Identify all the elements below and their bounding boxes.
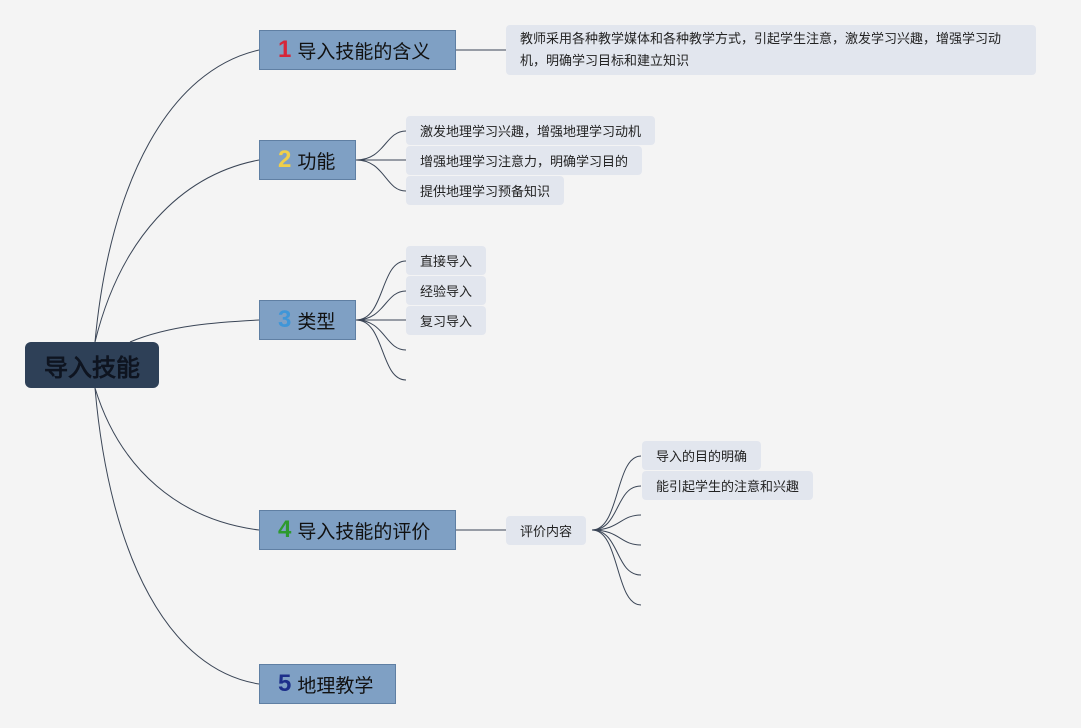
topic-2-number: 2: [278, 146, 292, 173]
topic-2-leaf-2-label: 增强地理学习注意力，明确学习目的: [420, 155, 629, 170]
topic-1-definition[interactable]: 教师采用各种教学媒体和各种教学方式，引起学生注意，激发学习兴趣，增强学习动机，明…: [506, 25, 1036, 75]
topic-2-label: 功能: [297, 150, 336, 173]
link-root-topic1: [94, 49, 260, 343]
topic-1-node[interactable]: 1 导入技能的含义: [259, 30, 456, 70]
topic-3-leaf-3-label: 复习导入: [420, 315, 473, 330]
link-eval-sub1: [591, 455, 642, 531]
link-topic2-leaf3: [355, 159, 407, 192]
eval-sub-1[interactable]: 导入的目的明确: [642, 441, 762, 470]
topic-2-node[interactable]: 2 功能: [259, 140, 356, 180]
link-root-topic4: [94, 387, 260, 531]
link-eval-empty4: [591, 529, 642, 606]
topic-2-leaf-3-label: 提供地理学习预备知识: [420, 185, 551, 200]
topic-3-leaf-2[interactable]: 经验导入: [406, 276, 487, 305]
eval-sub-2-label: 能引起学生的注意和兴趣: [656, 480, 800, 495]
topic-2-leaf-1[interactable]: 激发地理学习兴趣，增强地理学习动机: [406, 116, 656, 145]
root-label: 导入技能: [44, 353, 140, 382]
link-topic2-leaf1: [355, 130, 407, 161]
topic-3-leaf-1[interactable]: 直接导入: [406, 246, 487, 275]
topic-3-leaf-3[interactable]: 复习导入: [406, 306, 487, 335]
topic-5-node[interactable]: 5 地理教学: [259, 664, 396, 704]
link-topic3-leaf1: [355, 260, 407, 321]
topic-2-leaf-1-label: 激发地理学习兴趣，增强地理学习动机: [420, 125, 642, 140]
topic-4-node[interactable]: 4 导入技能的评价: [259, 510, 456, 550]
link-root-topic5: [94, 387, 260, 685]
topic-3-leaf-1-label: 直接导入: [420, 255, 473, 270]
topic-3-node[interactable]: 3 类型: [259, 300, 356, 340]
link-topic3-empty1: [355, 319, 407, 351]
topic-3-number: 3: [278, 306, 292, 333]
link-topic3-empty2: [355, 319, 407, 381]
topic-1-number: 1: [278, 36, 292, 63]
link-root-topic3: [129, 319, 260, 343]
link-topic3-leaf2: [355, 290, 407, 321]
eval-sub-2[interactable]: 能引起学生的注意和兴趣: [642, 471, 814, 500]
topic-4-label: 导入技能的评价: [297, 520, 431, 543]
definition-text: 教师采用各种教学媒体和各种教学方式，引起学生注意，激发学习兴趣，增强学习动机，明…: [520, 32, 1002, 69]
link-eval-sub2: [591, 485, 642, 531]
eval-content-label: 评价内容: [520, 525, 573, 540]
topic-2-leaf-2[interactable]: 增强地理学习注意力，明确学习目的: [406, 146, 643, 175]
topic-5-number: 5: [278, 670, 292, 697]
topic-2-leaf-3[interactable]: 提供地理学习预备知识: [406, 176, 565, 205]
link-eval-empty1: [591, 514, 642, 531]
topic-4-number: 4: [278, 516, 292, 543]
link-root-topic2: [94, 159, 260, 343]
topic-5-label: 地理教学: [297, 674, 374, 697]
topic-4-eval-content[interactable]: 评价内容: [506, 516, 587, 545]
link-eval-empty3: [591, 529, 642, 576]
topic-3-leaf-2-label: 经验导入: [420, 285, 473, 300]
eval-sub-1-label: 导入的目的明确: [656, 450, 748, 465]
topic-1-label: 导入技能的含义: [297, 40, 431, 63]
topic-3-label: 类型: [297, 310, 336, 333]
root-node[interactable]: 导入技能: [25, 342, 159, 388]
